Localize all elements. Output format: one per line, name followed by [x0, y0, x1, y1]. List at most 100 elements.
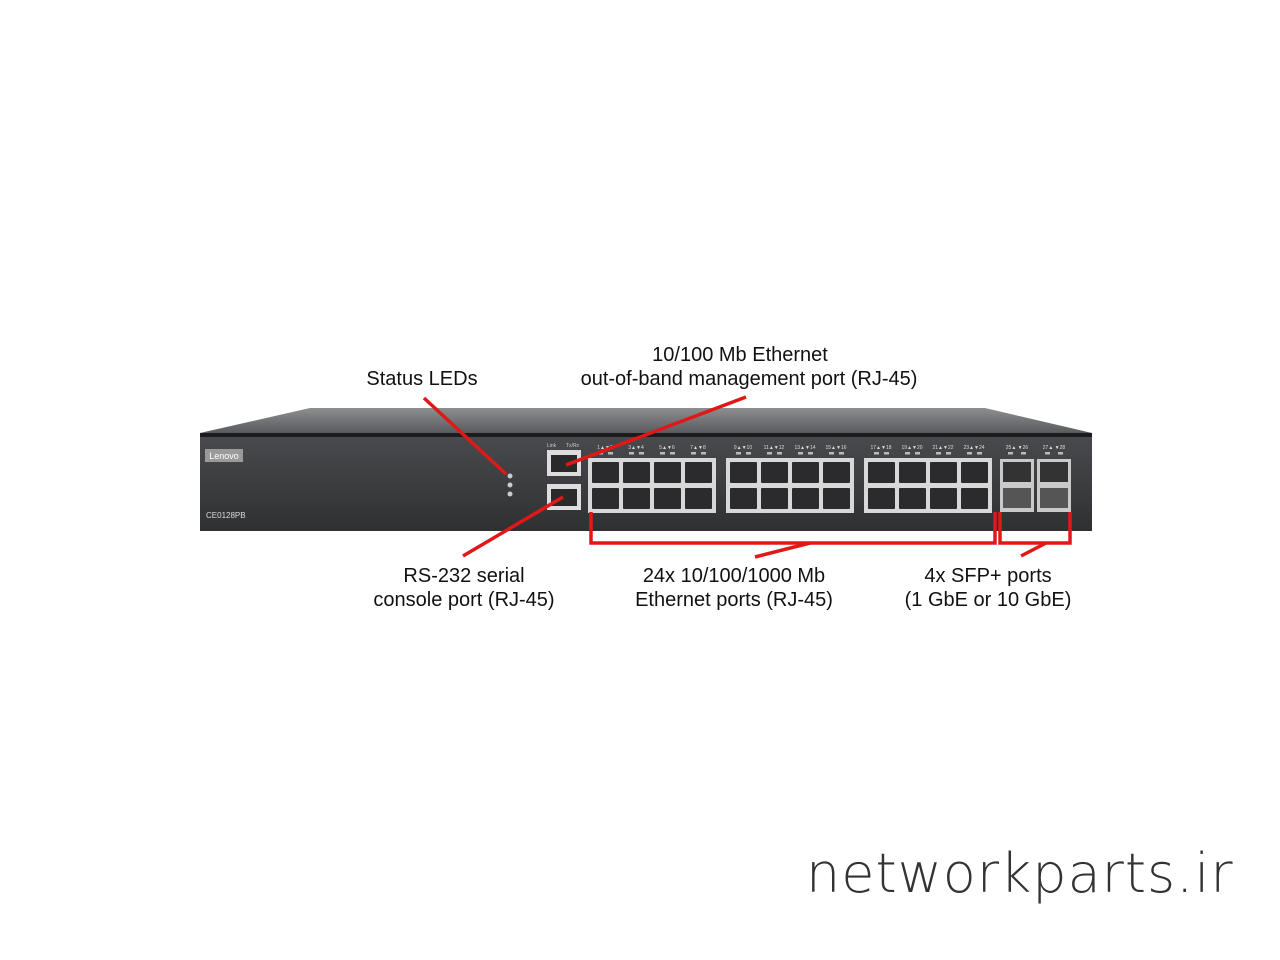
ethernet-port[interactable] — [899, 488, 926, 509]
ethernet-port[interactable] — [961, 462, 988, 483]
port-pair-label: 23▲▼24 — [963, 445, 984, 451]
port-led — [829, 452, 834, 455]
sfp-arrow — [1020, 541, 1047, 558]
port-led — [905, 452, 910, 455]
ethernet-caption-line2: Ethernet ports (RJ-45) — [635, 589, 833, 611]
port-led — [701, 452, 706, 455]
port-pair-label: 13▲▼14 — [794, 445, 815, 451]
callout-lines — [422, 395, 1072, 559]
port-led — [746, 452, 751, 455]
port-led — [808, 452, 813, 455]
ethernet-port[interactable] — [868, 462, 895, 483]
port-led — [839, 452, 844, 455]
led-label-link: Link — [547, 443, 557, 449]
port-pair-label: 11▲▼12 — [764, 445, 785, 451]
mgmt-port-arrow — [565, 395, 747, 467]
ethernet-caption-line1: 24x 10/100/1000 Mb — [642, 565, 826, 587]
port-pair-label: 15▲▼16 — [825, 445, 846, 451]
ethernet-port[interactable] — [592, 488, 619, 509]
mgmt-caption-line1: 10/100 Mb Ethernet — [652, 344, 828, 366]
model-label: CE0128PB — [206, 511, 246, 520]
status-leds — [507, 473, 513, 497]
port-pair-label: 3▲▼4 — [628, 445, 644, 451]
port-pair-label: 5▲▼6 — [659, 445, 675, 451]
ethernet-bracket — [589, 512, 997, 545]
sfp-port[interactable] — [1040, 462, 1068, 482]
ethernet-port[interactable] — [623, 462, 650, 483]
chassis-top — [200, 408, 1092, 433]
ethernet-port[interactable] — [654, 462, 681, 483]
ethernet-port[interactable] — [823, 488, 850, 509]
ethernet-arrow — [754, 541, 811, 559]
status-leds-arrow — [422, 396, 508, 476]
ethernet-port[interactable] — [730, 488, 757, 509]
ethernet-port[interactable] — [930, 462, 957, 483]
port-led — [977, 452, 982, 455]
sfp-port[interactable] — [1003, 462, 1031, 482]
watermark: networkparts.ir — [806, 842, 1234, 905]
port-led — [670, 452, 675, 455]
ethernet-port[interactable] — [899, 462, 926, 483]
ethernet-port[interactable] — [685, 462, 712, 483]
port-led — [798, 452, 803, 455]
ethernet-port[interactable] — [761, 462, 788, 483]
ethernet-ports — [588, 458, 992, 513]
sfp-port[interactable] — [1003, 488, 1031, 508]
ethernet-port[interactable] — [930, 488, 957, 509]
ethernet-port[interactable] — [654, 488, 681, 509]
ethernet-port[interactable] — [961, 488, 988, 509]
status-leds-caption: Status LEDs — [366, 368, 478, 390]
port-led — [874, 452, 879, 455]
switch-chassis: Lenovo CE0128PB Link Tx/Rx 1▲▼2 3▲▼4 5▲▼6 7… — [200, 408, 1092, 531]
port-labels: 1▲▼2 3▲▼4 5▲▼6 7▲▼8 9▲▼10 11▲▼12 13▲▼14 15▲▼16 1… — [597, 445, 1065, 455]
sfp-port[interactable] — [1040, 488, 1068, 508]
port-led — [946, 452, 951, 455]
ethernet-port[interactable] — [592, 462, 619, 483]
port-led — [608, 452, 613, 455]
port-led — [629, 452, 634, 455]
port-pair-label: 1▲▼2 — [597, 445, 613, 451]
ethernet-port[interactable] — [761, 488, 788, 509]
ethernet-port[interactable] — [730, 462, 757, 483]
port-pair-label: 7▲▼8 — [690, 445, 706, 451]
ethernet-port[interactable] — [868, 488, 895, 509]
port-pair-label: 17▲▼18 — [870, 445, 891, 451]
port-led — [736, 452, 741, 455]
port-led — [884, 452, 889, 455]
port-pair-label: 21▲▼22 — [932, 445, 953, 451]
console-port[interactable] — [547, 484, 581, 510]
sfp-ports — [1000, 459, 1071, 512]
port-led — [660, 452, 665, 455]
port-led — [639, 452, 644, 455]
console-caption-line2: console port (RJ-45) — [373, 589, 555, 611]
sfp-caption-line1: 4x SFP+ ports — [924, 565, 1052, 587]
port-led — [915, 452, 920, 455]
mgmt-port[interactable] — [547, 450, 581, 476]
port-led — [1008, 452, 1013, 455]
port-led — [1058, 452, 1063, 455]
brand-label: Lenovo — [209, 451, 239, 461]
console-caption-line1: RS-232 serial — [403, 565, 525, 587]
port-led — [1021, 452, 1026, 455]
console-port-arrow — [462, 495, 564, 558]
port-led — [1045, 452, 1050, 455]
lenovo-logo — [205, 449, 243, 462]
port-pair-label: 27▲ ▼28 — [1043, 445, 1066, 451]
port-led — [967, 452, 972, 455]
ethernet-port[interactable] — [685, 488, 712, 509]
led-label-txrx: Tx/Rx — [566, 443, 580, 449]
ethernet-port[interactable] — [792, 488, 819, 509]
ethernet-port[interactable] — [792, 462, 819, 483]
port-led — [936, 452, 941, 455]
port-led — [767, 452, 772, 455]
port-pair-label: 9▲▼10 — [734, 445, 752, 451]
port-led — [691, 452, 696, 455]
ethernet-port[interactable] — [823, 462, 850, 483]
port-led — [777, 452, 782, 455]
port-pair-label: 25▲ ▼26 — [1006, 445, 1029, 451]
ethernet-port[interactable] — [623, 488, 650, 509]
mgmt-caption-line2: out-of-band management port (RJ-45) — [580, 368, 918, 390]
sfp-caption-line2: (1 GbE or 10 GbE) — [904, 589, 1072, 611]
sfp-bracket — [998, 512, 1072, 545]
